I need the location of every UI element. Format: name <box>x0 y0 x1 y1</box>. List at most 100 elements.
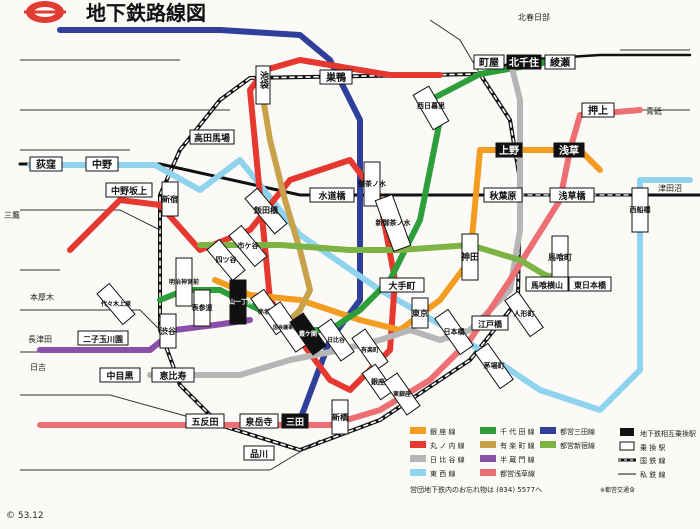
station-ueno: 上野 <box>495 142 523 158</box>
legend-symbol-1: 乗 換 駅 <box>640 443 665 452</box>
legend-line-label-6: 半 蔵 門 線 <box>500 455 535 464</box>
svg-text:綾瀬: 綾瀬 <box>550 56 570 69</box>
svg-text:町屋: 町屋 <box>479 57 499 69</box>
svg-text:巣鴨: 巣鴨 <box>325 71 346 84</box>
svg-text:馬喰町: 馬喰町 <box>548 252 572 262</box>
svg-text:渋谷: 渋谷 <box>160 326 177 336</box>
label-nagatsuta: 長津田 <box>28 334 52 344</box>
svg-text:浅草橋: 浅草橋 <box>558 190 586 202</box>
svg-text:有楽町: 有楽町 <box>361 346 379 354</box>
svg-text:新御茶ノ水: 新御茶ノ水 <box>376 218 412 227</box>
legend-line-label-2: 日 比 谷 線 <box>430 455 465 464</box>
metro-logo-bar <box>24 10 66 14</box>
station-oshiage: 押上 <box>581 102 615 118</box>
station-ayase: 綾瀬 <box>544 54 576 70</box>
station-suidobashi: 水道橋 <box>309 187 355 203</box>
line-shinjuku <box>197 242 593 288</box>
legend-symbol-0: 地下鉄相互乗換駅 <box>640 429 696 438</box>
label-tsudanuma: 津田沼 <box>658 183 682 193</box>
station-bakurocho: 馬喰町 <box>548 235 572 279</box>
station-shinjuku: 新宿 <box>161 181 179 217</box>
legend-line-label-7: 都営浅草線 <box>500 469 535 478</box>
station-kitasenju: 北千住 <box>506 54 542 70</box>
svg-text:東日本橋: 東日本橋 <box>574 280 607 290</box>
svg-text:馬喰横山: 馬喰横山 <box>531 280 563 290</box>
station-nakameguro: 中目黒 <box>99 367 141 383</box>
line-yurakucho <box>257 77 313 323</box>
svg-text:荻窪: 荻窪 <box>36 158 56 171</box>
label-kitakasukabe: 北春日部 <box>518 12 550 22</box>
svg-text:二子玉川園: 二子玉川園 <box>83 335 123 344</box>
station-kasumigaseki: 霞ケ関 <box>289 312 327 356</box>
title-block: 地下鉄路線図 <box>24 1 206 25</box>
station-aoyamaitchome: 青山一丁目 <box>223 279 253 325</box>
map-title: 地下鉄路線図 <box>86 1 206 25</box>
label-honatsugi: 本厚木 <box>30 292 54 302</box>
station-otemachi: 大手町 <box>379 277 425 293</box>
station-higashiginza: 東銀座 <box>383 372 421 416</box>
svg-text:飯田橋: 飯田橋 <box>253 205 279 215</box>
station-asakusa: 浅草 <box>553 142 585 158</box>
legend-swatch-6 <box>480 455 496 462</box>
private-lines <box>20 19 690 471</box>
station-shinagawa: 品川 <box>243 445 275 461</box>
station-tokyo: 東京 <box>411 297 429 329</box>
station-asakusabashi: 浅草橋 <box>549 187 595 203</box>
svg-text:東銀座: 東銀座 <box>393 390 411 398</box>
svg-text:新宿: 新宿 <box>162 194 178 204</box>
station-ginza: 銀座 <box>361 363 395 401</box>
svg-text:大手町: 大手町 <box>388 280 415 292</box>
station-gotanda: 五反田 <box>185 413 225 429</box>
legend-line-label-4: 千 代 田 線 <box>500 427 535 436</box>
subway-lines <box>27 27 693 428</box>
svg-text:江戸橋: 江戸橋 <box>478 319 503 329</box>
station-shinbashi: 新橋 <box>331 399 349 435</box>
station-akihabara: 秋葉原 <box>483 187 523 203</box>
svg-text:水道橋: 水道橋 <box>318 190 346 202</box>
legend-swatch-0 <box>410 427 426 434</box>
svg-text:高田馬場: 高田馬場 <box>194 132 230 144</box>
svg-text:北千住: 北千住 <box>509 56 539 69</box>
svg-text:新橋: 新橋 <box>332 412 349 422</box>
svg-text:明治神宮前: 明治神宮前 <box>169 278 199 286</box>
svg-text:恵比寿: 恵比寿 <box>159 370 186 382</box>
svg-text:青山一丁目: 青山一丁目 <box>223 298 253 306</box>
line-chiyoda <box>157 57 563 333</box>
station-higashinihonbashi: 東日本橋 <box>568 276 612 292</box>
station-ichigaya: 市ケ谷 <box>228 224 268 268</box>
station-ochanomizu: 御茶ノ水 <box>357 161 387 207</box>
svg-text:三田: 三田 <box>286 417 304 428</box>
svg-text:品川: 品川 <box>250 449 268 460</box>
svg-text:国会議事堂前: 国会議事堂前 <box>273 324 303 331</box>
svg-text:四ツ谷: 四ツ谷 <box>216 255 238 264</box>
svg-text:上野: 上野 <box>499 144 519 157</box>
legend-swatch-4 <box>480 427 496 434</box>
legend: 銀 座 線丸 ノ 内 線日 比 谷 線東 西 線千 代 田 線有 楽 町 線半 … <box>410 427 696 494</box>
station-meijijingumae: 明治神宮前 <box>169 257 199 307</box>
line-hanzomon <box>37 317 253 353</box>
legend-lines: 銀 座 線丸 ノ 内 線日 比 谷 線東 西 線千 代 田 線有 楽 町 線半 … <box>410 427 595 478</box>
legend-symbol-2: 国 鉄 線 <box>640 456 665 465</box>
station-sengakuji: 泉岳寺 <box>239 413 279 429</box>
legend-line-label-9: 都営新宿線 <box>560 441 595 450</box>
legend-line-label-0: 銀 座 線 <box>430 427 455 436</box>
legend-line-label-1: 丸 ノ 内 線 <box>430 441 465 450</box>
svg-text:神田: 神田 <box>461 251 479 263</box>
station-nishifunabashi: 西船橋 <box>630 187 651 233</box>
svg-text:霞ケ関: 霞ケ関 <box>299 330 317 338</box>
svg-text:押上: 押上 <box>588 104 608 117</box>
label-mitaka: 三鷹 <box>4 210 20 220</box>
station-yoyogiuehara: 代々木上原 <box>96 282 136 326</box>
station-shinochanomizu: 新御茶ノ水 <box>374 193 412 253</box>
svg-text:日本橋: 日本橋 <box>444 327 466 336</box>
station-nakano: 中野 <box>85 156 119 172</box>
label-hiyoshi: 日吉 <box>30 363 46 372</box>
station-nishinippori: 西日暮里 <box>412 85 450 131</box>
terminus-labels: 三鷹 津田沼 青砥 北春日部 本厚木 長津田 日吉 <box>4 12 682 372</box>
station-kayabacho: 茅場町 <box>474 342 514 390</box>
station-hibiya: 日比谷 <box>317 318 355 362</box>
station-boxes: 池袋 巣鴨 町屋 北千住 綾瀬 西日暮里 押上 荻窪 中野 中野坂上 高田馬場 … <box>29 54 651 461</box>
station-yotsuya: 四ツ谷 <box>206 238 246 282</box>
station-bakuroyokoyama: 馬喰横山 <box>525 276 569 292</box>
legend-line-label-5: 有 楽 町 線 <box>500 441 535 450</box>
